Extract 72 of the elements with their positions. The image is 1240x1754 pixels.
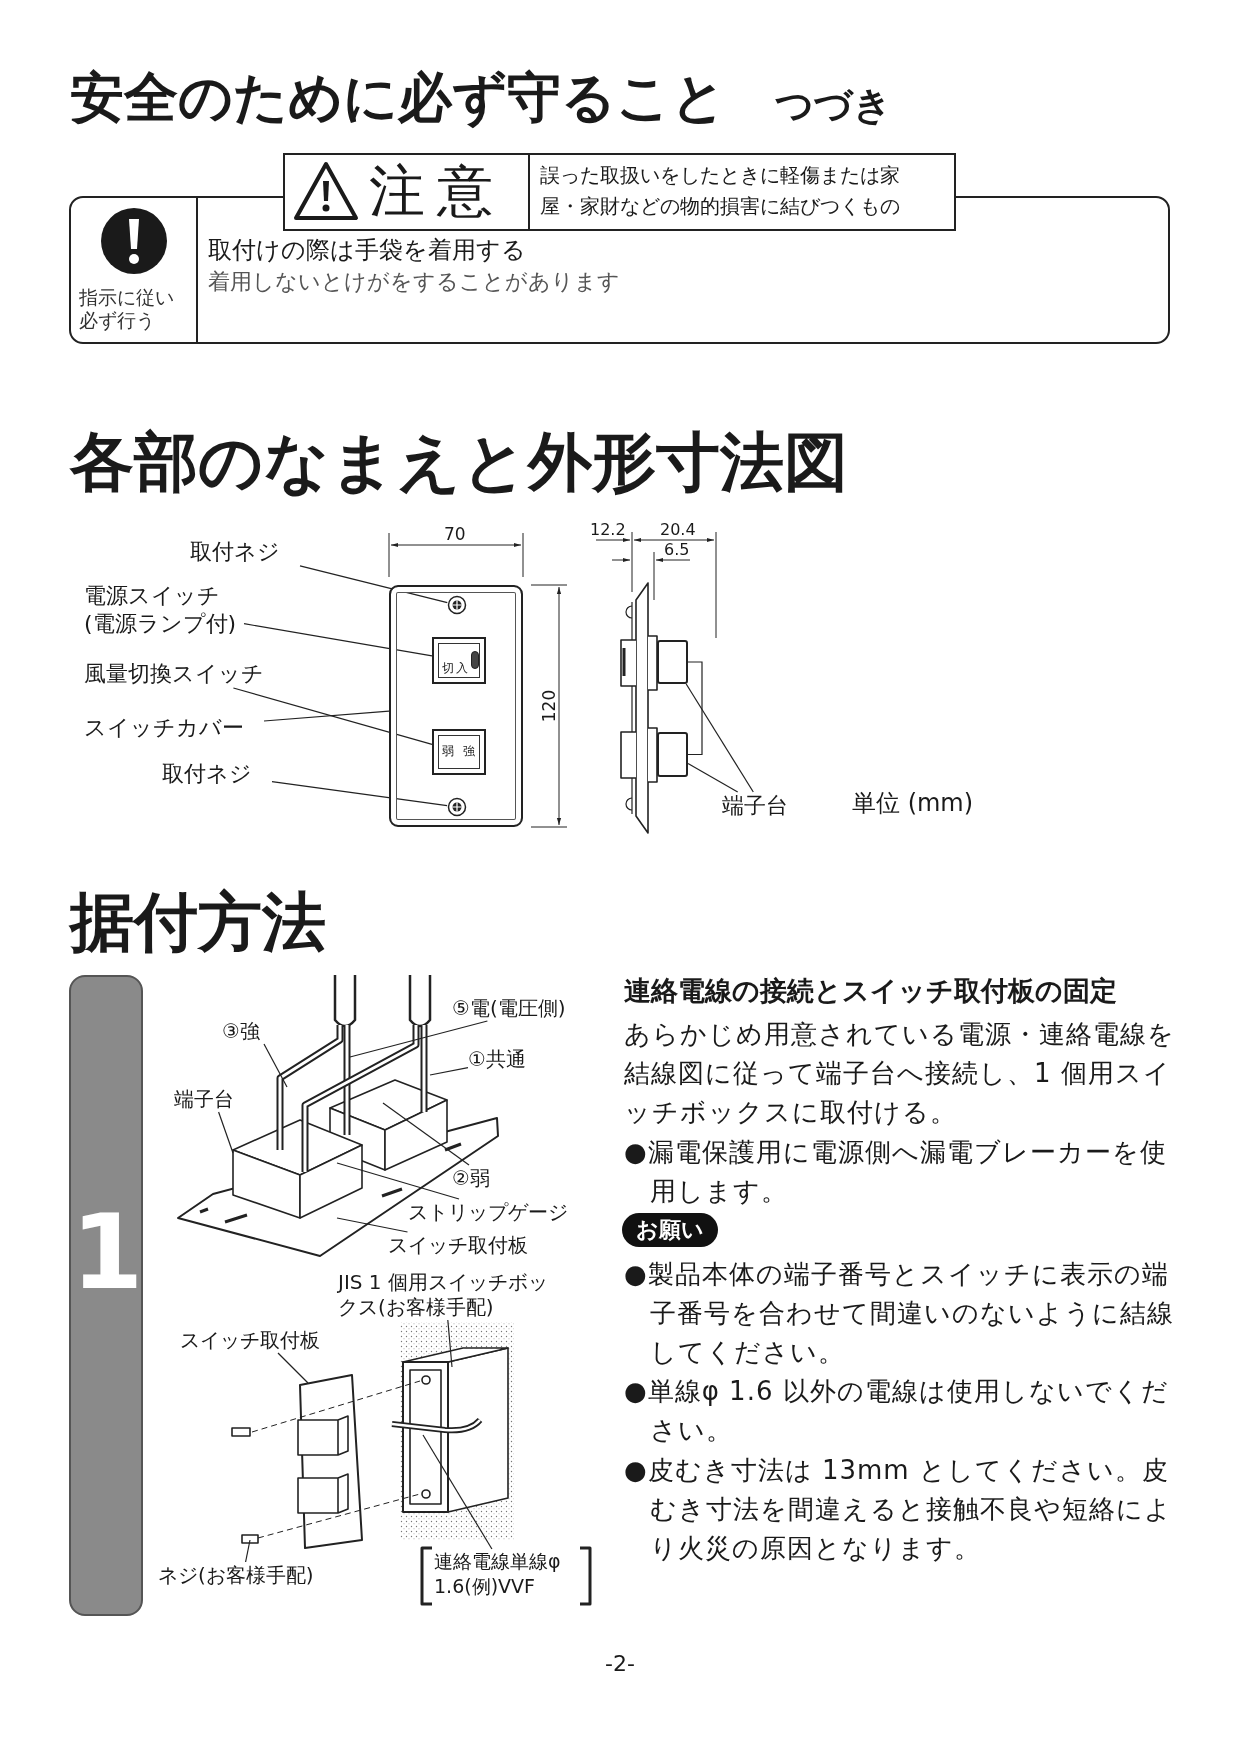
section-heading: 各部のなまえと外形寸法図 (70, 425, 848, 499)
callout-label: ③強 (222, 1018, 292, 1044)
bullet-text: ●製品本体の端子番号とスイッチに表示の端子番号を合わせて間違いのないように結線してください。 (624, 1258, 1175, 1369)
leader-line (382, 1102, 470, 1166)
callout-label: ネジ(お客様手配) (158, 1562, 328, 1588)
instruction-text: 着用しないとけがをすることがあります (208, 268, 621, 296)
callout-label: ストリップゲージ (408, 1199, 598, 1225)
leader-line (422, 1434, 493, 1550)
dimension-value: 70 (444, 524, 466, 544)
section-heading: 据付方法 (70, 885, 326, 959)
dimension-value: 120 (539, 689, 560, 723)
icon-caption: 指示に従い必ず行う (79, 286, 175, 332)
step-text: あらかじめ用意されている電源・連絡電線を結線図に従って端子台へ接続し、1 個用スイッチボックスに取付ける。 (624, 1018, 1176, 1129)
bullet-text: ●漏電保護用に電源側へ漏電ブレーカーを使用します。 (624, 1136, 1168, 1208)
leader-line (336, 1217, 409, 1233)
callout-label: 電源スイッチ(電源ランプ付) (84, 582, 244, 638)
caution-heading: 注意 (369, 157, 505, 225)
notice-badge: お願い (622, 1213, 718, 1247)
callout-label: 取付ネジ (162, 760, 272, 788)
terminal-block (657, 640, 688, 684)
leader-line (263, 710, 390, 722)
page-title: 安全のために必ず守ること (70, 66, 726, 130)
leader-line (687, 661, 703, 756)
leader-line (336, 1162, 460, 1200)
terminal-block (657, 732, 688, 777)
bullet-text: ●単線φ 1.6 以外の電線は使用しないでください。 (624, 1375, 1170, 1447)
leader-line (232, 687, 433, 745)
instruction-heading: 取付けの際は手袋を着用する (208, 235, 527, 265)
switch-label: 入 (456, 661, 468, 675)
caution-header (283, 153, 956, 231)
callout-label: スイッチカバー (84, 714, 264, 742)
step-heading: 連絡電線の接続とスイッチ取付板の固定 (624, 974, 1117, 1008)
callout-label: JIS 1 個用スイッチボックス(お客様手配) (338, 1270, 553, 1320)
leader-line (245, 1539, 251, 1563)
bullet-text: ●皮むき寸法は 13mm としてください。皮むき寸法を間違えると接触不良や短絡により火災の原因となります。 (624, 1454, 1173, 1565)
leader-line (447, 1319, 453, 1368)
leader-line (218, 1111, 234, 1154)
leader-line (349, 1020, 488, 1058)
leader-line (271, 781, 448, 807)
screw-icon (447, 797, 467, 817)
step-number: 1 (69, 975, 143, 1616)
leader-line (243, 623, 433, 657)
switch-cover-plate (389, 585, 523, 827)
callout-label: スイッチ取付板 (388, 1232, 558, 1258)
switch-label: 切 (442, 661, 454, 675)
callout-label: ②弱 (452, 1165, 522, 1191)
callout-label: ⑤電(電圧側) (452, 995, 622, 1021)
callout-label: 風量切換スイッチ (84, 660, 284, 688)
callout-label: スイッチ取付板 (180, 1327, 350, 1353)
unit-note: 単位 (mm) (852, 788, 974, 818)
leader-line (685, 683, 754, 793)
leader-line (687, 762, 739, 793)
sub-title: つづき (775, 82, 892, 128)
page-number: -2- (604, 1650, 636, 1678)
caution-description: 誤った取扱いをしたときに軽傷または家屋・家財などの物的損害に結びつくもの (540, 162, 901, 220)
leader-line (277, 1352, 309, 1384)
callout-label: 連絡電線単線φ 1.6(例)VVF (434, 1549, 580, 1599)
dimension-value: 12.2 (590, 520, 626, 539)
callout-label: ①共通 (468, 1046, 558, 1072)
leader-line (429, 1067, 469, 1076)
callout-label: 端子台 (174, 1086, 254, 1112)
dimension-value: 6.5 (664, 540, 690, 559)
dimension-value: 20.4 (660, 520, 696, 539)
callout-label: 取付ネジ (190, 538, 300, 566)
screw-icon (447, 595, 467, 615)
switch-label: 強 (463, 744, 475, 758)
leader-line (263, 1043, 288, 1088)
switch-label: 弱 (442, 744, 454, 758)
leader-line (299, 565, 448, 604)
rocker-switch (432, 729, 486, 775)
callout-label: 端子台 (722, 792, 802, 820)
rocker-switch (432, 637, 486, 684)
